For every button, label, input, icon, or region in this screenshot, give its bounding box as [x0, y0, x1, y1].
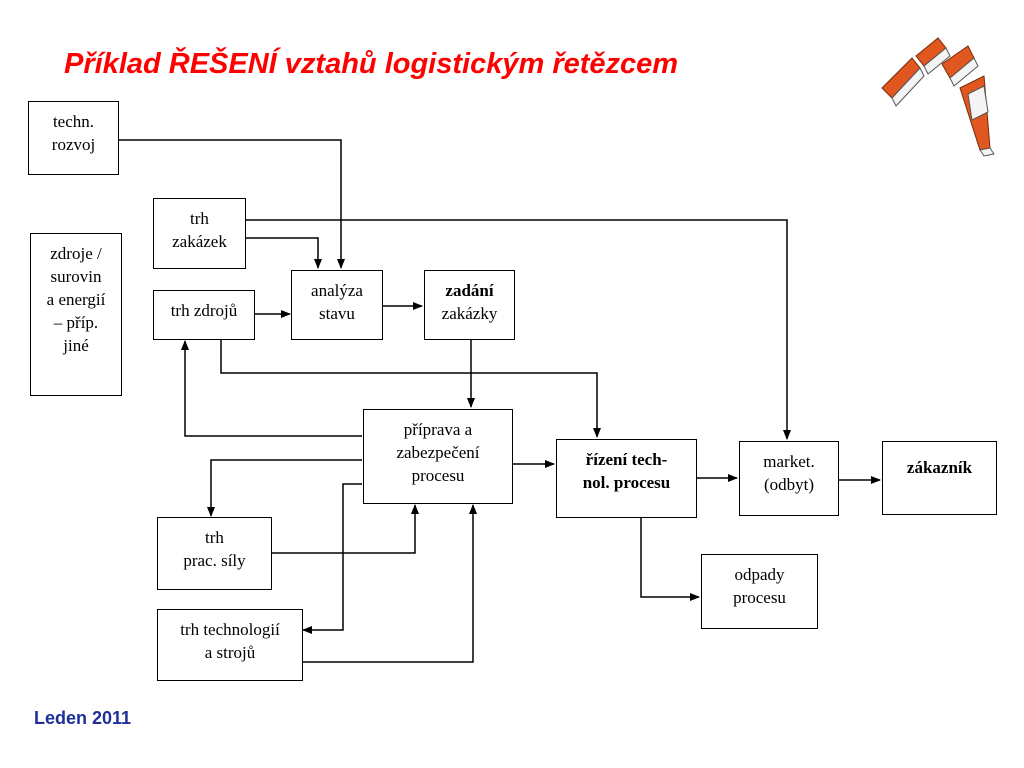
label-line: stavu [319, 304, 355, 323]
label-line: procesu [733, 588, 786, 607]
box-techn-rozvoj: techn. rozvoj [28, 101, 119, 175]
logo-letters [881, 37, 995, 157]
label-line: zákazník [906, 458, 973, 477]
label-line: market. [763, 452, 815, 471]
label-line: trh [190, 209, 209, 228]
box-zakaznik: zákazník [882, 441, 997, 515]
slide-title: Příklad ŘEŠENÍ vztahů logistickým řetězc… [64, 48, 679, 80]
label-line: techn. [52, 112, 95, 131]
label-line: řízení tech- [585, 450, 668, 469]
box-trh-prac-sily: trh prac. síly [157, 517, 272, 590]
edge-priprava-to-trhzdroju [181, 340, 362, 437]
label-line: trh [205, 528, 224, 547]
edge-trhtech-to-priprava [303, 504, 477, 663]
box-trh-zdroju: trh zdrojů [153, 290, 255, 340]
box-rizeni: řízení tech- nol. procesu [556, 439, 697, 518]
label-line: prac. síly [183, 551, 246, 570]
label-line: zakázky [441, 304, 498, 323]
label-line: trh technologií [180, 620, 280, 639]
edge-techn-to-analyza [119, 139, 345, 269]
box-trh-technologii: trh technologií a strojů [157, 609, 303, 681]
edge-trhprac-to-priprava [272, 504, 419, 554]
edge-priprava-to-trhtech [302, 483, 362, 634]
box-analyza-stavu: analýza stavu [291, 270, 383, 340]
box-market: market. (odbyt) [739, 441, 839, 516]
box-zadani-zakazky: zadání zakázky [424, 270, 515, 340]
label-line: surovin [50, 267, 102, 286]
label-line: trh zdrojů [170, 301, 238, 320]
label-line: nol. procesu [582, 473, 671, 492]
edge-rizeni-to-odpady [640, 518, 700, 601]
label-line: rozvoj [51, 135, 96, 154]
label-line: zakázek [172, 232, 227, 251]
box-priprava: příprava a zabezpečení procesu [363, 409, 513, 504]
label-line: zdroje / [50, 244, 102, 263]
label-line: analýza [311, 281, 363, 300]
edge-trhzakazek-to-market [246, 219, 791, 440]
edge-priprava-to-trhprac [207, 459, 362, 517]
edge-trhzakazek-to-analyza [246, 237, 322, 269]
box-trh-zakazek: trh zakázek [153, 198, 246, 269]
cw13-logo [881, 37, 995, 157]
box-odpady: odpady procesu [701, 554, 818, 629]
label-line: jiné [63, 336, 89, 355]
box-zdroje: zdroje / surovin a energií – příp. jiné [30, 233, 122, 396]
label-line: zadání [445, 281, 494, 300]
label-line: a strojů [204, 643, 256, 662]
footer-date: Leden 2011 [34, 708, 132, 728]
label-line: a energií [46, 290, 106, 309]
label-line: odpady [734, 565, 785, 584]
label-line: procesu [411, 466, 465, 485]
label-line: (odbyt) [763, 475, 815, 494]
edge-trhzdroju-to-rizeni [220, 340, 601, 438]
label-line: zabezpečení [396, 443, 480, 462]
label-line: příprava a [403, 420, 473, 439]
label-line: – příp. [53, 313, 99, 332]
